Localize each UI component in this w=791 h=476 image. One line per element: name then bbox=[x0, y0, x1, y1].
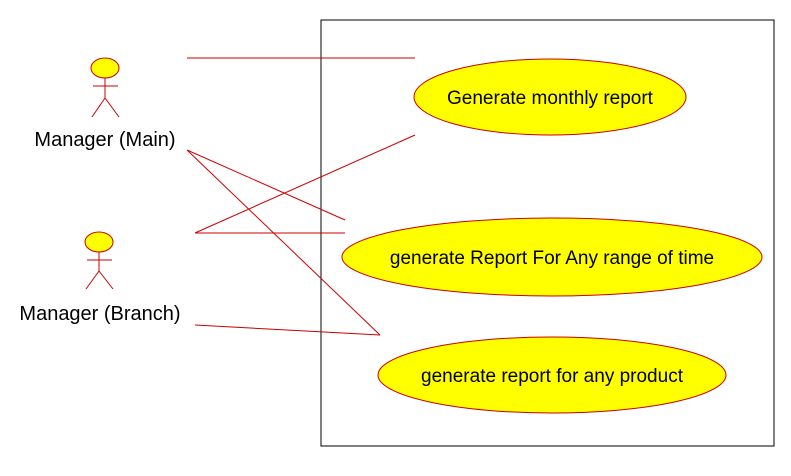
use-case-ellipse bbox=[413, 58, 687, 136]
actor-label: Manager (Branch) bbox=[19, 303, 180, 325]
use-case-label: generate report for any product bbox=[421, 366, 684, 387]
association-branch-product bbox=[194, 324, 381, 336]
use-case-monthly-report[interactable]: Generate monthly report bbox=[413, 58, 687, 136]
association-main-range bbox=[186, 149, 346, 221]
stick-figure-icon bbox=[90, 57, 120, 118]
stick-figure-icon bbox=[84, 231, 114, 290]
use-case-label: generate Report For Any range of time bbox=[390, 248, 714, 269]
actor-manager-main[interactable]: Manager (Main) bbox=[34, 57, 176, 151]
use-case-label: Generate monthly report bbox=[447, 88, 654, 109]
use-case-product-report[interactable]: generate report for any product bbox=[377, 336, 727, 414]
association-branch-monthly bbox=[194, 134, 416, 234]
association-main-product bbox=[186, 149, 381, 336]
actor-label: Manager (Main) bbox=[34, 129, 175, 151]
use-case-ellipse bbox=[341, 217, 763, 297]
association-lines bbox=[186, 57, 416, 336]
use-case-range-report[interactable]: generate Report For Any range of time bbox=[341, 217, 763, 297]
use-case-ellipse bbox=[377, 336, 727, 414]
actor-manager-branch[interactable]: Manager (Branch) bbox=[19, 231, 181, 325]
